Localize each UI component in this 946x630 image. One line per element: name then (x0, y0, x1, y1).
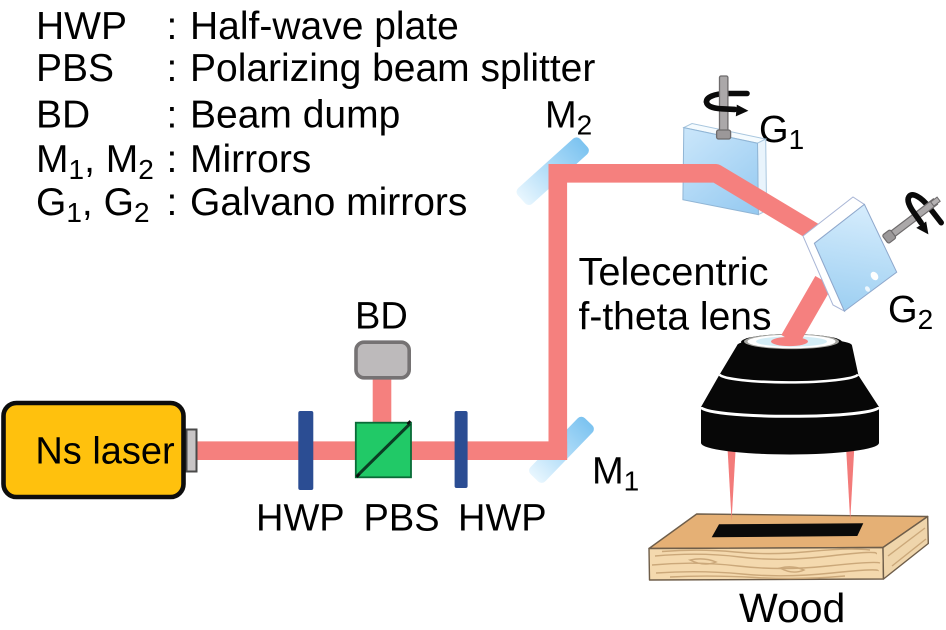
svg-text:HWP: HWP (256, 498, 345, 540)
svg-text:BD: BD (355, 296, 408, 338)
svg-text:Beam dump: Beam dump (190, 94, 400, 137)
svg-text:M1, M2: M1, M2 (36, 138, 154, 185)
svg-text::: : (167, 5, 178, 48)
svg-text:Polarizing beam splitter: Polarizing beam splitter (190, 47, 595, 90)
svg-text::: : (167, 138, 178, 181)
svg-text:f-theta lens: f-theta lens (579, 296, 772, 339)
svg-text:HWP: HWP (36, 5, 127, 48)
svg-text:G2: G2 (888, 289, 933, 335)
svg-text:BD: BD (36, 94, 90, 137)
svg-text:Telecentric: Telecentric (579, 251, 769, 294)
svg-text:PBS: PBS (36, 47, 114, 90)
svg-text:HWP: HWP (458, 498, 547, 540)
svg-text:Ns laser: Ns laser (35, 431, 175, 473)
svg-text:Half-wave plate: Half-wave plate (190, 5, 459, 48)
svg-text::: : (167, 181, 178, 224)
svg-text::: : (167, 94, 178, 137)
svg-text:Galvano mirrors: Galvano mirrors (190, 181, 467, 224)
svg-text:Wood: Wood (739, 585, 845, 630)
svg-text::: : (167, 47, 178, 90)
svg-text:G1, G2: G1, G2 (36, 181, 150, 228)
svg-text:PBS: PBS (364, 498, 440, 540)
svg-text:Mirrors: Mirrors (190, 138, 311, 181)
